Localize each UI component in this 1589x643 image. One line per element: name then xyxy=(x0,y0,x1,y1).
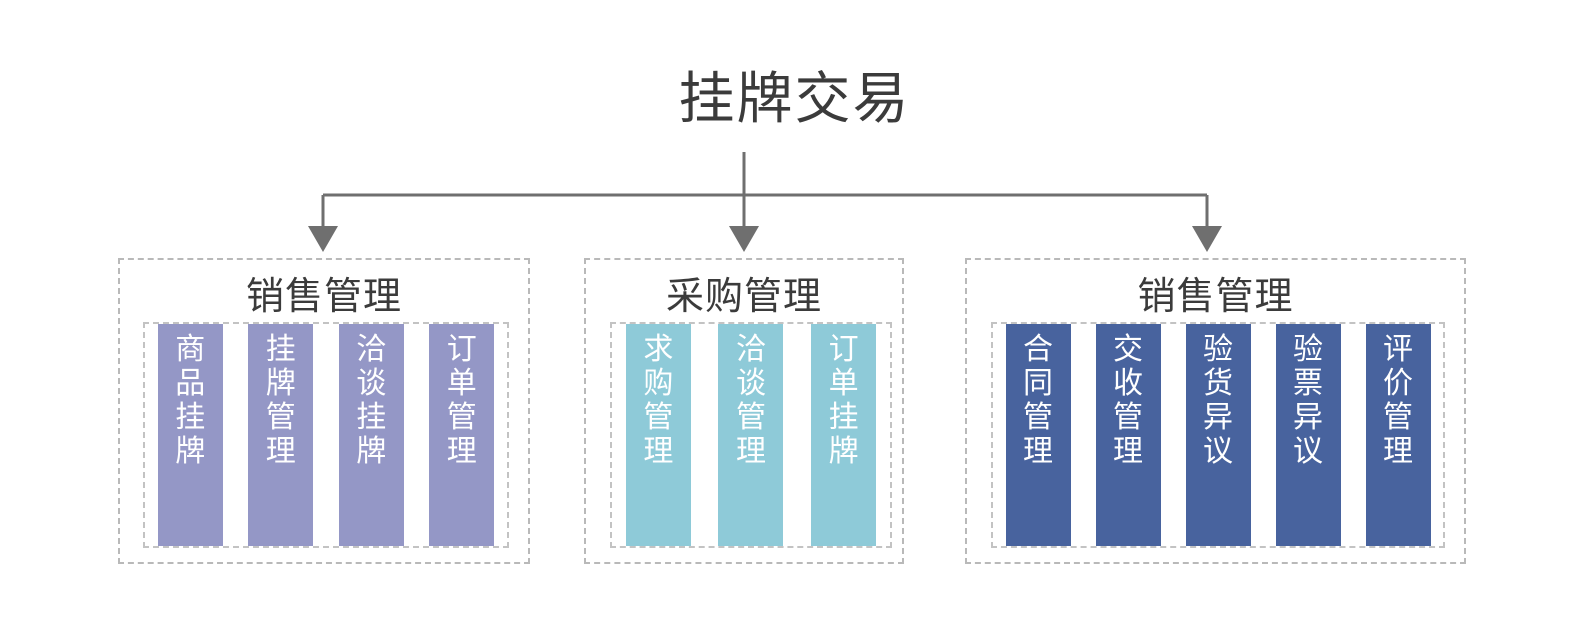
arrowhead-2 xyxy=(729,226,759,252)
chip-char: 验 xyxy=(1203,333,1233,366)
chip-char: 理 xyxy=(265,434,296,468)
chip-char: 管 xyxy=(1113,400,1143,434)
chip-char: 票 xyxy=(1293,366,1323,400)
chip-char: 牌 xyxy=(356,434,387,468)
group-sales-management-front[interactable]: 销售管理 商品挂牌挂牌管理洽谈挂牌订单管理 xyxy=(118,258,530,564)
group-item-chip[interactable]: 验货异议 xyxy=(1185,324,1251,546)
chip-char: 理 xyxy=(1383,434,1413,468)
group-items-frame-1: 求购管理洽谈管理订单挂牌 xyxy=(610,322,892,548)
chip-char: 理 xyxy=(1023,434,1053,468)
group-item-chip[interactable]: 订单挂牌 xyxy=(811,324,877,546)
chip-char: 管 xyxy=(446,400,477,434)
chip-char: 商 xyxy=(175,333,206,366)
chip-char: 合 xyxy=(1023,333,1053,366)
group-item-chip[interactable]: 洽谈管理 xyxy=(718,324,784,546)
group-item-chip[interactable]: 订单管理 xyxy=(429,324,495,546)
group-item-chip[interactable]: 洽谈挂牌 xyxy=(338,324,404,546)
chip-char: 同 xyxy=(1023,366,1053,400)
arrowhead-3 xyxy=(1192,226,1222,252)
group-title-1: 采购管理 xyxy=(665,276,822,318)
chip-char: 收 xyxy=(1113,366,1143,400)
chip-char: 价 xyxy=(1383,366,1413,400)
chip-char: 议 xyxy=(1203,434,1233,468)
group-item-chip[interactable]: 求购管理 xyxy=(625,324,691,546)
chip-char: 牌 xyxy=(265,366,296,400)
chip-char: 牌 xyxy=(175,434,206,468)
arrowhead-1 xyxy=(308,226,338,252)
group-item-chip[interactable]: 评价管理 xyxy=(1365,324,1431,546)
chip-char: 挂 xyxy=(828,400,859,434)
chip-char: 单 xyxy=(828,366,859,400)
chip-char: 管 xyxy=(735,400,766,434)
chip-char: 购 xyxy=(643,366,674,400)
chip-char: 谈 xyxy=(735,366,766,400)
group-sales-management-back[interactable]: 销售管理 合同管理交收管理验货异议验票异议评价管理 xyxy=(965,258,1466,564)
chip-char: 异 xyxy=(1203,400,1233,434)
group-item-chip[interactable]: 交收管理 xyxy=(1095,324,1161,546)
group-items-frame-2: 合同管理交收管理验货异议验票异议评价管理 xyxy=(991,322,1445,548)
chip-char: 理 xyxy=(735,434,766,468)
group-item-chip[interactable]: 合同管理 xyxy=(1005,324,1071,546)
chip-char: 理 xyxy=(446,434,477,468)
diagram-root-title: 挂牌交易 xyxy=(678,67,911,130)
chip-char: 理 xyxy=(643,434,674,468)
group-item-chip[interactable]: 商品挂牌 xyxy=(157,324,223,546)
group-item-chip[interactable]: 挂牌管理 xyxy=(248,324,314,546)
group-item-chip[interactable]: 验票异议 xyxy=(1275,324,1341,546)
group-purchase-management[interactable]: 采购管理 求购管理洽谈管理订单挂牌 xyxy=(584,258,904,564)
group-items-frame-0: 商品挂牌挂牌管理洽谈挂牌订单管理 xyxy=(143,322,509,548)
chip-char: 挂 xyxy=(356,400,387,434)
chip-char: 洽 xyxy=(735,333,766,366)
chip-char: 订 xyxy=(446,333,477,366)
chip-char: 谈 xyxy=(356,366,387,400)
chip-char: 求 xyxy=(643,333,674,366)
chip-char: 牌 xyxy=(828,434,859,468)
group-title-2: 销售管理 xyxy=(1137,276,1294,318)
chip-char: 管 xyxy=(643,400,674,434)
chip-char: 订 xyxy=(828,333,859,366)
chip-char: 交 xyxy=(1113,333,1143,366)
chip-char: 异 xyxy=(1293,400,1323,434)
group-title-0: 销售管理 xyxy=(245,276,402,318)
chip-char: 单 xyxy=(446,366,477,400)
chip-char: 洽 xyxy=(356,333,387,366)
chip-char: 管 xyxy=(265,400,296,434)
chip-char: 挂 xyxy=(265,333,296,366)
chip-char: 挂 xyxy=(175,400,206,434)
chip-char: 验 xyxy=(1293,333,1323,366)
chip-char: 理 xyxy=(1113,434,1143,468)
chip-char: 管 xyxy=(1023,400,1053,434)
chip-char: 议 xyxy=(1293,434,1323,468)
chip-char: 货 xyxy=(1203,366,1233,400)
chip-char: 品 xyxy=(175,366,206,400)
chip-char: 管 xyxy=(1383,400,1413,434)
chip-char: 评 xyxy=(1383,333,1413,366)
